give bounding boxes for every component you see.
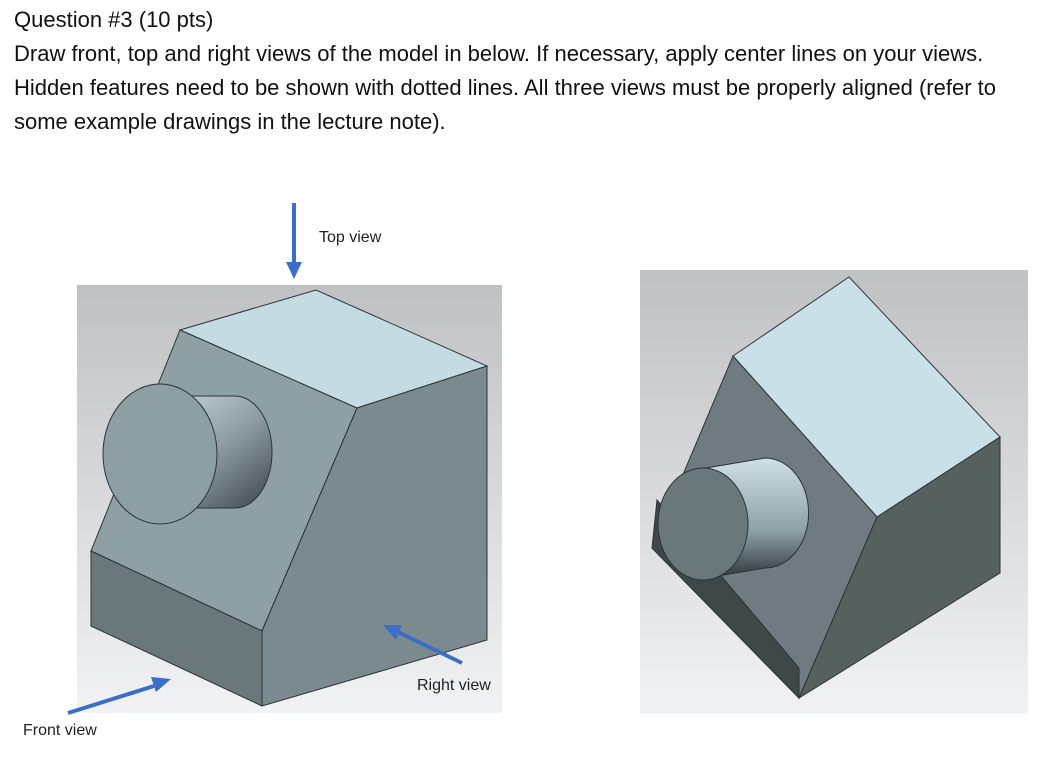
top-view-arrowhead — [286, 262, 302, 279]
question-instructions: Draw front, top and right views of the m… — [14, 41, 996, 134]
front-view-label: Front view — [23, 722, 97, 739]
isometric-model-left — [77, 285, 502, 713]
question-title: Question #3 (10 pts) — [14, 7, 214, 32]
view-arrows — [67, 203, 463, 715]
base-front-face — [90, 550, 263, 707]
isometric-model-right — [640, 270, 1028, 714]
right-view-arrow — [397, 630, 463, 665]
front-view-arrowhead — [151, 677, 171, 692]
front-view-arrow — [67, 684, 155, 715]
right-view-label: Right view — [417, 677, 491, 694]
right-view-arrowhead — [383, 625, 402, 640]
cylinder-end-face-2 — [657, 467, 749, 581]
right-face-2 — [797, 436, 1001, 700]
right-face — [261, 365, 488, 707]
cylinder-end-face — [102, 383, 218, 525]
top-view-label: Top view — [319, 229, 382, 246]
